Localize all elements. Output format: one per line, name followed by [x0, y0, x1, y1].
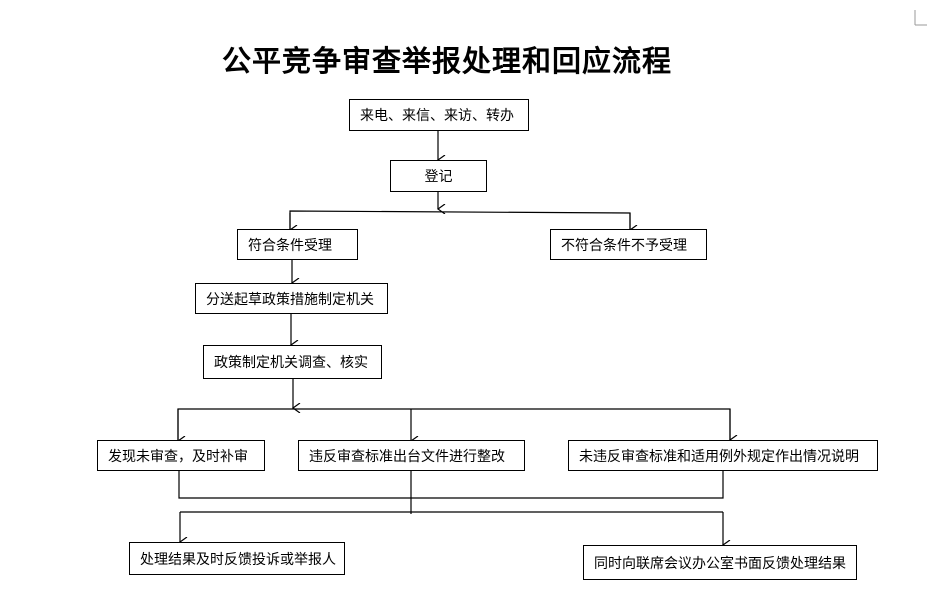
node-feedback-reporter-label: 处理结果及时反馈投诉或举报人	[140, 551, 336, 568]
node-reject-label: 不符合条件不予受理	[561, 237, 687, 254]
node-accept-label: 符合条件受理	[248, 237, 332, 254]
node-violation-label: 违反审查标准出台文件进行整改	[309, 448, 505, 465]
node-forward: 分送起草政策措施制定机关	[195, 283, 388, 314]
node-source: 来电、来信、来访、转办	[349, 99, 529, 131]
node-forward-label: 分送起草政策措施制定机关	[206, 291, 374, 308]
node-register: 登记	[390, 160, 487, 192]
node-source-label: 来电、来信、来访、转办	[360, 108, 514, 124]
node-register-label: 登记	[424, 169, 453, 185]
node-feedback-reporter: 处理结果及时反馈投诉或举报人	[129, 542, 345, 575]
connector-split3-bar	[177, 408, 731, 440]
connector-merge	[178, 469, 724, 499]
node-investigate-label: 政策制定机关调查、核实	[214, 355, 368, 371]
node-no-violation-label: 未违反审查标准和适用例外规定作出情况说明	[579, 448, 859, 465]
diagram-title: 公平竞争审查举报处理和回应流程	[222, 44, 673, 78]
node-violation: 违反审查标准出台文件进行整改	[298, 440, 525, 471]
node-no-violation: 未违反审查标准和适用例外规定作出情况说明	[568, 440, 878, 471]
node-feedback-office: 同时向联席会议办公室书面反馈处理结果	[583, 545, 857, 580]
node-investigate: 政策制定机关调查、核实	[203, 345, 382, 379]
node-reject: 不符合条件不予受理	[550, 229, 707, 260]
node-feedback-office-label: 同时向联席会议办公室书面反馈处理结果	[594, 555, 846, 572]
node-accept: 符合条件受理	[237, 229, 358, 260]
node-found-unreviewed: 发现未审查，及时补审	[97, 440, 265, 471]
connector-split-bar	[289, 210, 631, 229]
page-corner-mark	[914, 10, 927, 26]
node-found-unreviewed-label: 发现未审查，及时补审	[108, 448, 248, 465]
